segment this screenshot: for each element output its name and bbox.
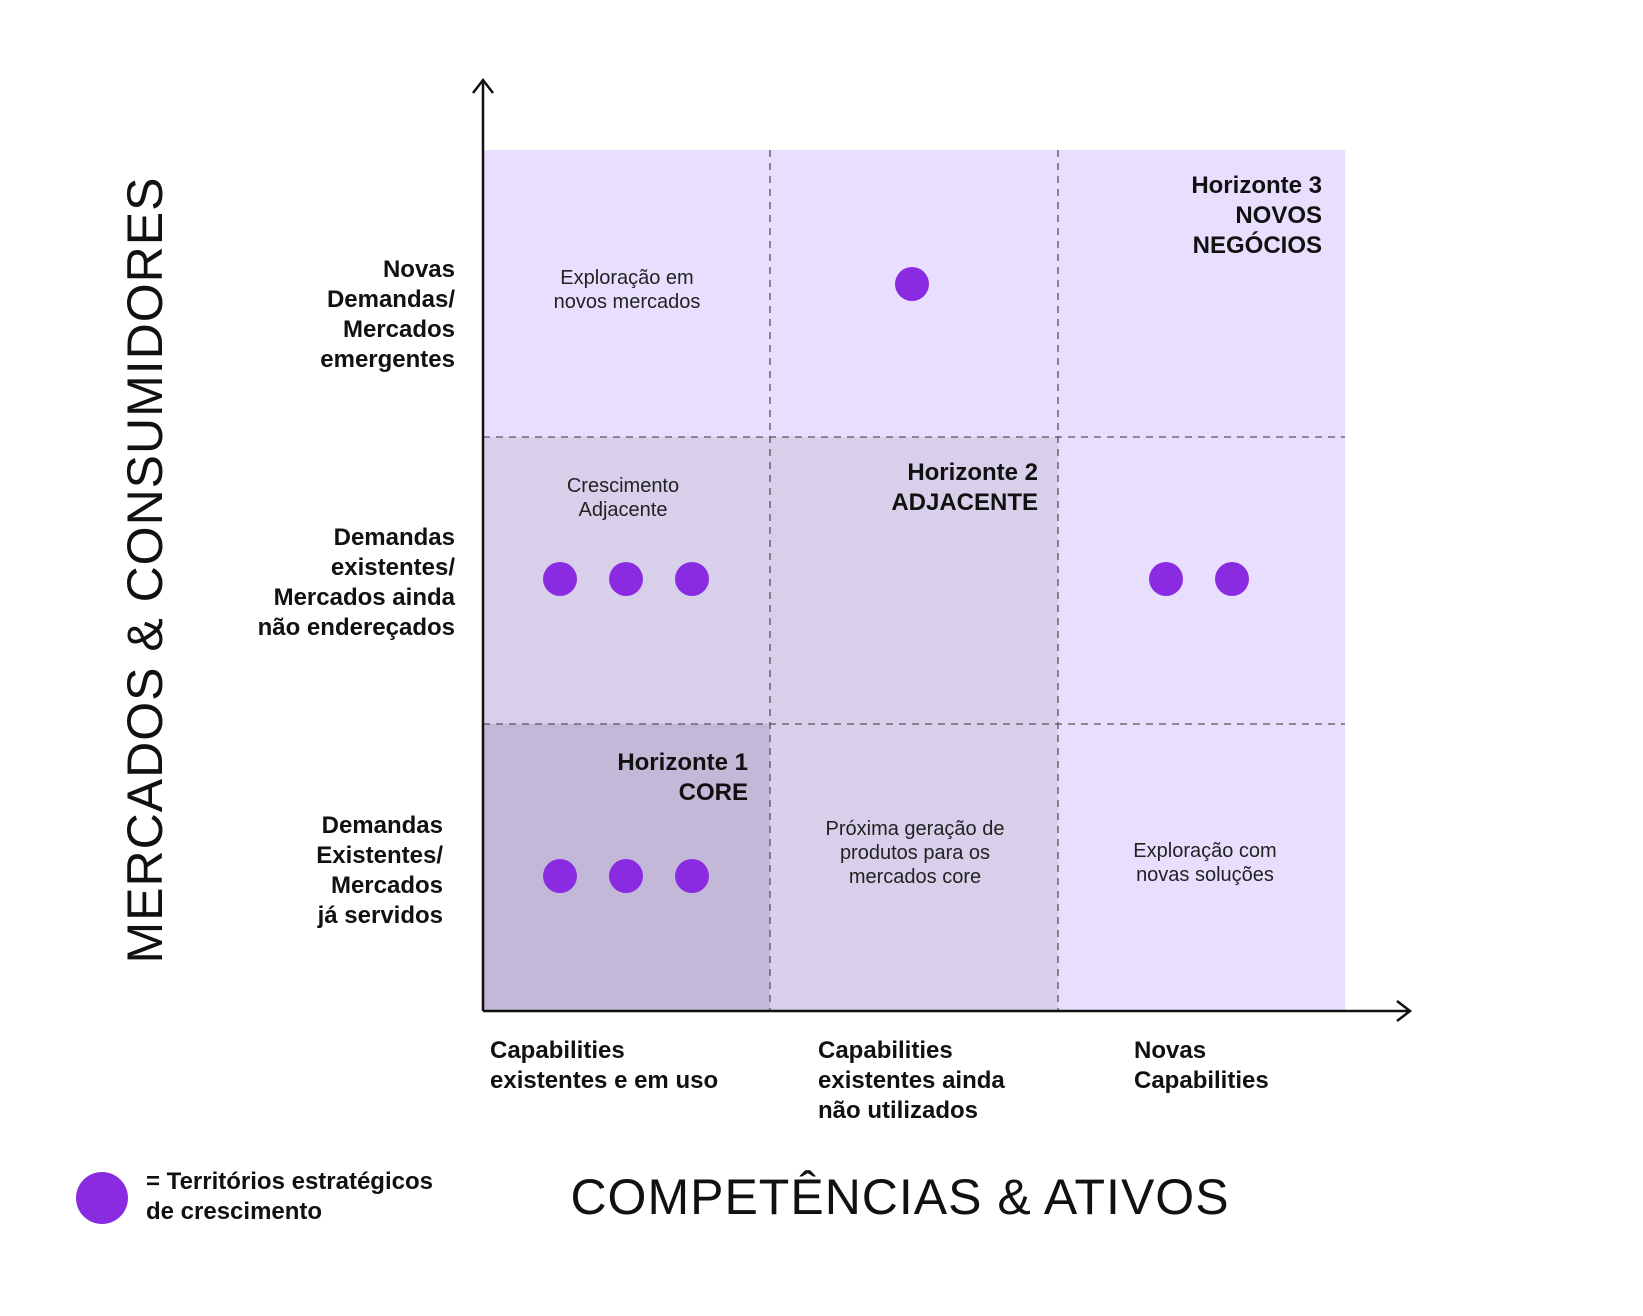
cell-top-left (483, 150, 770, 437)
horizon-1-heading: Horizonte 1 CORE (617, 749, 748, 806)
x-axis-title: COMPETÊNCIAS & ATIVOS (570, 1169, 1230, 1225)
cell-mid-right (1058, 437, 1345, 724)
row-label-new-markets: Novas Demandas/ Mercados emergentes (320, 256, 455, 373)
x-axis-arrow-icon (1396, 1000, 1413, 1022)
territory-dot (609, 859, 643, 893)
cell-bottom-right (1058, 724, 1345, 1011)
y-axis-arrow-icon (472, 77, 494, 94)
col-label-unused-capabilities: Capabilities existentes ainda não utiliz… (818, 1037, 1005, 1124)
cell-bottom-middle (770, 724, 1058, 1011)
territory-dot (895, 267, 929, 301)
row-label-unaddressed-markets: Demandas existentes/ Mercados ainda não … (257, 524, 455, 641)
territory-dot (609, 562, 643, 596)
cell-text-next-generation: Próxima geração de produtos para os merc… (825, 818, 1005, 888)
territory-dot (1149, 562, 1183, 596)
cell-mid-middle (770, 437, 1058, 724)
dashed-gridlines (483, 150, 1345, 1011)
cell-top-right (1058, 150, 1345, 437)
territory-dot (543, 562, 577, 596)
territory-dot (1215, 562, 1249, 596)
legend-text: = Territórios estratégicos de cresciment… (146, 1168, 433, 1225)
row-label-served-markets: Demandas Existentes/ Mercados já servido… (316, 812, 443, 929)
cell-text-new-markets-exploration: Exploração em novos mercados (553, 267, 701, 313)
horizon-3-heading: Horizonte 3 NOVOS NEGÓCIOS (1191, 172, 1322, 259)
cell-text-adjacent-growth: Crescimento Adjacente (566, 475, 680, 521)
col-label-new-capabilities: Novas Capabilities (1134, 1037, 1269, 1094)
legend-dot-icon (76, 1172, 128, 1224)
col-label-existing-capabilities: Capabilities existentes e em uso (490, 1037, 719, 1094)
horizon-2-heading: Horizonte 2 ADJACENTE (891, 459, 1038, 516)
territory-dot (675, 859, 709, 893)
territory-dot (675, 562, 709, 596)
cell-text-new-solutions: Exploração com novas soluções (1133, 840, 1277, 886)
territory-dot (543, 859, 577, 893)
